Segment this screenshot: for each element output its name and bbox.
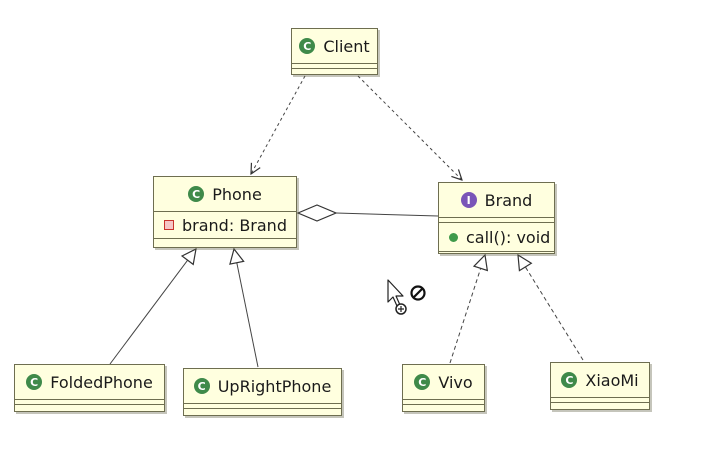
interface-brand[interactable]: I Brand call(): void bbox=[438, 182, 555, 254]
class-icon: C bbox=[299, 38, 316, 54]
class-foldedphone-name: FoldedPhone bbox=[50, 372, 153, 392]
class-phone-header: C Phone bbox=[154, 177, 296, 212]
class-foldedphone-attributes bbox=[15, 400, 164, 405]
class-uprightphone-name: UpRightPhone bbox=[217, 376, 332, 396]
class-vivo[interactable]: C Vivo bbox=[402, 364, 485, 412]
class-xiaomi[interactable]: C XiaoMi bbox=[550, 362, 650, 410]
private-field-icon bbox=[164, 220, 174, 230]
class-client-attributes bbox=[292, 64, 377, 69]
dependency-client-brand bbox=[357, 75, 462, 180]
interface-brand-attributes bbox=[439, 218, 554, 223]
public-method-icon bbox=[449, 232, 458, 242]
aggregation-diamond bbox=[296, 204, 338, 222]
interface-brand-method-text: call(): void bbox=[466, 227, 551, 247]
class-phone-name: Phone bbox=[212, 184, 262, 204]
class-icon: C bbox=[26, 374, 43, 390]
interface-brand-header: I Brand bbox=[439, 183, 554, 218]
generalization-foldedphone-phone bbox=[109, 249, 196, 365]
class-vivo-name: Vivo bbox=[438, 372, 473, 392]
class-xiaomi-name: XiaoMi bbox=[585, 370, 639, 390]
class-client-name: Client bbox=[323, 36, 370, 56]
interface-icon: I bbox=[460, 192, 477, 208]
class-uprightphone-attributes bbox=[184, 404, 341, 409]
class-xiaomi-header: C XiaoMi bbox=[551, 363, 649, 398]
class-uprightphone-header: C UpRightPhone bbox=[184, 369, 341, 404]
dependency-client-phone bbox=[251, 75, 306, 174]
realization-xiaomi-brand bbox=[518, 255, 584, 361]
aggregation-line bbox=[335, 212, 439, 217]
arrow-busy-not-allowed-cursor-icon bbox=[387, 279, 426, 315]
class-xiaomi-attributes bbox=[551, 398, 649, 403]
class-icon: C bbox=[193, 378, 210, 394]
class-icon: C bbox=[561, 372, 578, 388]
class-foldedphone[interactable]: C FoldedPhone bbox=[14, 364, 165, 412]
class-foldedphone-header: C FoldedPhone bbox=[15, 365, 164, 400]
class-icon: C bbox=[188, 186, 205, 202]
class-phone-attribute-text: brand: Brand bbox=[182, 215, 287, 235]
class-client-header: C Client bbox=[292, 29, 377, 64]
realization-vivo-brand bbox=[449, 255, 485, 364]
class-phone[interactable]: C Phone brand: Brand bbox=[153, 176, 297, 248]
class-vivo-attributes bbox=[403, 400, 484, 405]
class-phone-attribute: brand: Brand bbox=[154, 212, 296, 239]
class-icon: C bbox=[414, 374, 431, 390]
class-uprightphone[interactable]: C UpRightPhone bbox=[183, 368, 342, 416]
interface-brand-method: call(): void bbox=[439, 223, 554, 252]
generalization-uprightphone-phone bbox=[234, 249, 259, 368]
class-client[interactable]: C Client bbox=[291, 28, 378, 75]
interface-brand-name: Brand bbox=[484, 190, 533, 210]
class-vivo-header: C Vivo bbox=[403, 365, 484, 400]
